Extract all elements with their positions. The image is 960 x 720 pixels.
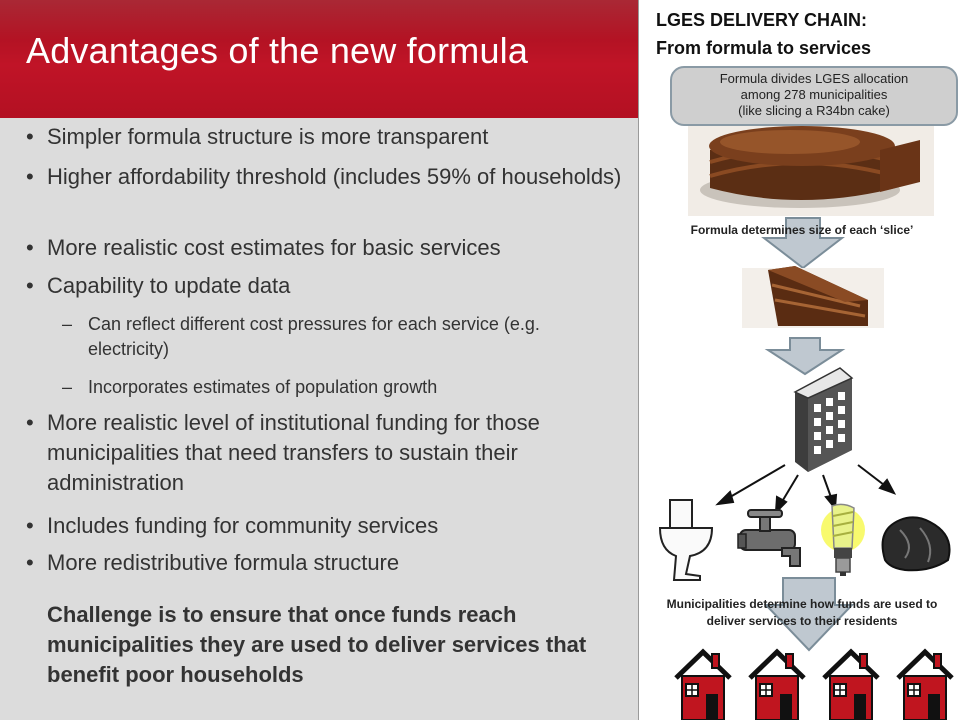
house-icon bbox=[748, 648, 806, 720]
callout-line: Formula divides LGES allocation bbox=[719, 71, 909, 86]
bullet-item: • Includes funding for community services bbox=[26, 511, 634, 541]
bullet-marker: • bbox=[26, 235, 34, 260]
light-bulb-icon bbox=[821, 503, 865, 576]
office-building-icon bbox=[793, 367, 854, 472]
refuse-bag-icon bbox=[881, 516, 951, 572]
content-panel bbox=[0, 118, 638, 720]
flow-arrow bbox=[764, 337, 846, 376]
house-icon bbox=[674, 648, 732, 720]
water-tap-icon bbox=[737, 509, 801, 567]
bullet-marker: • bbox=[26, 273, 34, 298]
challenge-statement: Challenge is to ensure that once funds r… bbox=[47, 602, 587, 687]
bullet-item: • More realistic level of institutional f… bbox=[26, 408, 634, 498]
bullet-text: More realistic level of institutional fu… bbox=[47, 410, 540, 495]
bullet-text: More redistributive formula structure bbox=[47, 550, 400, 575]
bullet-marker: • bbox=[26, 164, 34, 189]
sub-bullet-marker: – bbox=[62, 377, 73, 397]
bullet-marker: • bbox=[26, 410, 34, 435]
delivery-chain-title-line1: LGES DELIVERY CHAIN: bbox=[656, 10, 868, 30]
bullet-marker: • bbox=[26, 124, 34, 149]
panel-divider bbox=[638, 0, 639, 720]
bullet-item: • More realistic cost estimates for basic… bbox=[26, 233, 634, 263]
bullet-text: Includes funding for community services bbox=[47, 513, 439, 538]
sub-bullet-text: Can reflect different cost pressures for… bbox=[88, 314, 540, 359]
formula-callout: Formula divides LGES allocation among 27… bbox=[670, 66, 958, 126]
callout-line: (like slicing a R34bn cake) bbox=[738, 103, 890, 118]
toilet-icon bbox=[658, 499, 714, 581]
sub-bullet-marker: – bbox=[62, 314, 73, 334]
sub-bullet-item: –Incorporates estimates of population gr… bbox=[62, 375, 622, 400]
services-caption: Municipalities determine how funds are u… bbox=[666, 597, 938, 628]
sub-bullet-item: –Can reflect different cost pressures fo… bbox=[62, 312, 622, 362]
cake-image bbox=[688, 112, 934, 216]
sub-bullet-text: Incorporates estimates of population gro… bbox=[88, 377, 438, 397]
bullet-item: • More redistributive formula structure bbox=[26, 548, 634, 578]
slice-caption: Formula determines size of each ‘slice’ bbox=[690, 223, 914, 237]
bullet-text: Simpler formula structure is more transp… bbox=[47, 124, 489, 149]
bullet-text: Capability to update data bbox=[47, 273, 291, 298]
delivery-chain-title: LGES DELIVERY CHAIN: From formula to ser… bbox=[656, 6, 871, 62]
bullet-item: • Capability to update data bbox=[26, 271, 634, 301]
callout-line: among 278 municipalities bbox=[740, 87, 888, 102]
bullet-item: • Higher affordability threshold (include… bbox=[26, 162, 634, 192]
flow-arrow bbox=[763, 577, 855, 652]
delivery-chain-title-line2: From formula to services bbox=[656, 38, 872, 58]
flow-arrow bbox=[761, 217, 845, 270]
bullet-text: More realistic cost estimates for basic … bbox=[47, 235, 501, 260]
bullet-text: Higher affordability threshold (includes… bbox=[47, 164, 622, 189]
cake-slice-image bbox=[742, 266, 884, 328]
title-banner: Advantages of the new formula bbox=[0, 0, 638, 118]
distribution-arrows bbox=[715, 464, 897, 515]
bullet-item: • Simpler formula structure is more trans… bbox=[26, 122, 634, 152]
house-icon bbox=[822, 648, 880, 720]
bullet-marker: • bbox=[26, 550, 34, 575]
house-icon bbox=[896, 648, 954, 720]
bullet-marker: • bbox=[26, 513, 34, 538]
